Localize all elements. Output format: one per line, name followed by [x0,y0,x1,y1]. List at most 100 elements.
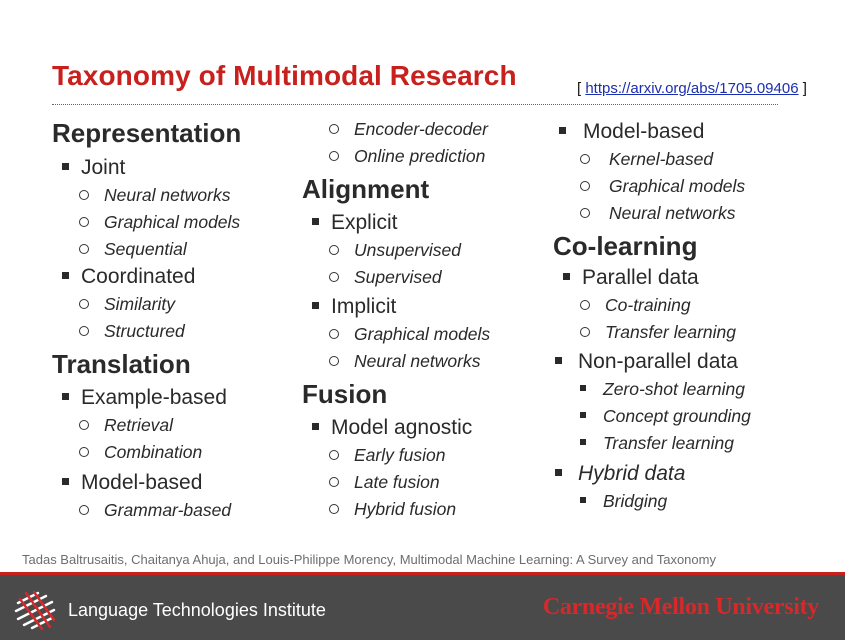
bullet-circle-icon [580,154,590,165]
subitem: Concept grounding [553,403,751,430]
subitem: Graphical models [553,173,751,200]
column-3: Model-based Kernel-based Graphical model… [553,118,751,515]
heading-co-learning: Co-learning [553,231,698,261]
reference-open-bracket: [ [577,80,582,97]
subitem-label: Neural networks [104,185,231,205]
bullet-square-icon [312,422,319,430]
item-non-parallel-data: Non-parallel data [553,348,751,376]
bullet-square-icon [580,439,586,446]
bullet-circle-icon [329,272,339,283]
bullet-square-icon [563,272,570,280]
citation: Tadas Baltrusaitis, Chaitanya Ahuja, and… [22,552,716,567]
subitem: Hybrid fusion [302,496,490,523]
reference: [ https://arxiv.org/abs/1705.09406 ] [577,80,807,97]
item-model-based: Model-based [52,469,241,497]
reference-close-bracket: ] [802,80,807,97]
subitem: Unsupervised [302,237,490,264]
subitem: Early fusion [302,442,490,469]
subitem-label: Grammar-based [104,500,232,520]
subitem: Neural networks [553,200,751,227]
subitem: Co-training [553,292,751,319]
item-example-based: Example-based [52,384,241,412]
bullet-square-icon [62,271,69,279]
bullet-circle-icon [329,477,339,488]
item-coordinated: Coordinated [52,263,241,291]
subitem: Late fusion [302,469,490,496]
subitem: Neural networks [302,348,490,375]
subitem-label: Neural networks [609,203,736,223]
bullet-circle-icon [580,300,590,311]
slide-title: Taxonomy of Multimodal Research [52,60,517,91]
bullet-square-icon [62,477,69,485]
subitem: Neural networks [52,182,241,209]
bullet-square-icon [312,301,319,309]
subitem-label: Graphical models [609,176,746,196]
bullet-circle-icon [79,505,89,516]
bullet-square-icon [580,412,586,419]
item-label: Coordinated [81,265,196,288]
subitem-label: Graphical models [104,212,241,232]
heading-fusion: Fusion [302,379,388,409]
bullet-circle-icon [329,450,339,461]
bullet-square-icon [580,497,586,504]
bullet-circle-icon [79,447,89,458]
subitem-label: Structured [104,321,185,341]
column-2: Encoder-decoder Online prediction Alignm… [302,116,490,523]
subitem-label: Late fusion [354,472,440,492]
bullet-circle-icon [580,181,590,192]
bullet-circle-icon [79,326,89,337]
subitem: Combination [52,439,241,466]
item-model-agnostic: Model agnostic [302,414,490,442]
subitem: Transfer learning [553,430,751,457]
bullet-square-icon [62,392,69,400]
subitem-label: Early fusion [354,445,446,465]
subitem-label: Unsupervised [354,240,461,260]
bullet-square-icon [580,385,586,392]
bullet-circle-icon [329,356,339,367]
subitem-label: Concept grounding [603,406,751,426]
subitem-label: Neural networks [354,351,481,371]
heading-translation: Translation [52,349,191,379]
item-explicit: Explicit [302,209,490,237]
item-label: Explicit [331,211,398,234]
item-label: Parallel data [582,266,699,289]
bullet-circle-icon [329,504,339,515]
cmu-wordmark: Carnegie Mellon University [542,594,819,620]
subitem: Grammar-based [52,497,241,524]
column-1: Representation Joint Neural networks Gra… [52,118,241,524]
subitem-label: Online prediction [354,146,486,166]
item-label: Model agnostic [331,416,473,439]
subitem: Similarity [52,291,241,318]
bullet-circle-icon [79,244,89,255]
bullet-circle-icon [329,245,339,256]
subitem: Bridging [553,488,751,515]
lti-label: Language Technologies Institute [68,600,326,620]
arxiv-link[interactable]: https://arxiv.org/abs/1705.09406 [585,80,799,97]
bullet-square-icon [555,468,562,476]
bullet-circle-icon [79,299,89,310]
subitem: Retrieval [52,412,241,439]
subitem-label: Combination [104,442,203,462]
subitem-label: Kernel-based [609,149,714,169]
item-label: Model-based [583,120,705,143]
bullet-square-icon [559,126,566,134]
subitem-label: Transfer learning [603,433,734,453]
bullet-circle-icon [329,329,339,340]
subitem-label: Supervised [354,267,442,287]
item-label: Non-parallel data [578,350,738,373]
item-label: Implicit [331,295,397,318]
bullet-square-icon [555,356,562,364]
subitem: Kernel-based [553,146,751,173]
item-label: Model-based [81,471,203,494]
bullet-circle-icon [580,208,590,219]
subitem-label: Sequential [104,239,187,259]
subitem: Online prediction [302,143,490,170]
item-parallel-data: Parallel data [553,264,751,292]
subitem: Transfer learning [553,319,751,346]
item-label: Hybrid data [578,462,686,485]
subitem-label: Transfer learning [605,322,736,342]
bullet-circle-icon [329,124,339,135]
subitem-label: Retrieval [104,415,174,435]
subitem-label: Similarity [104,294,175,314]
item-model-based: Model-based [553,118,751,146]
